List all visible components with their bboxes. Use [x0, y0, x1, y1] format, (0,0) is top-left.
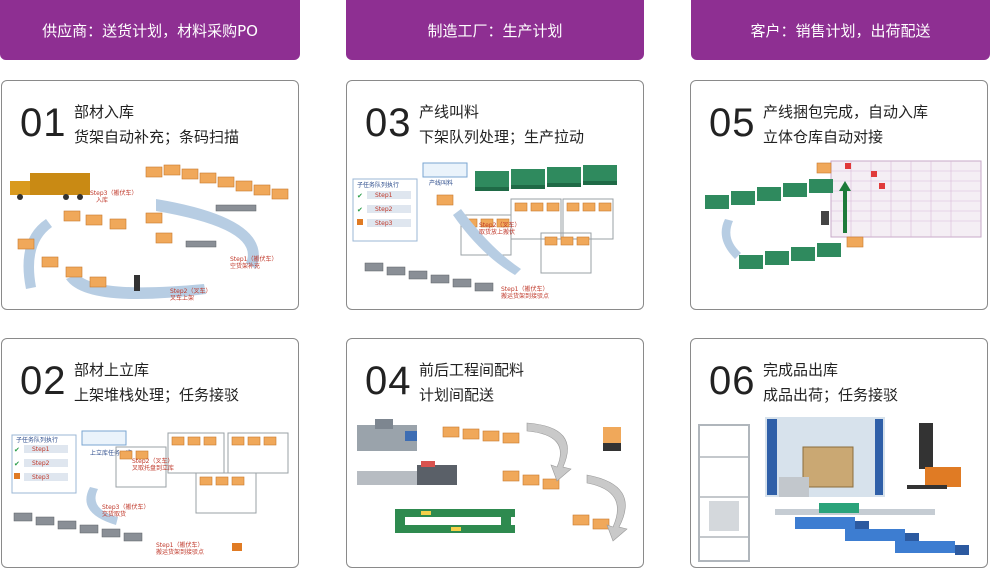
card-01: 01 部材入库 货架自动补充；条码扫描 Step3（搬伏车） 入库 Step1（… [1, 80, 299, 310]
agv-icon [232, 543, 242, 551]
card-06: 06 完成品出库 成品出荷；任务接驳 [690, 338, 988, 568]
outbound-shipping-illustration [698, 417, 969, 562]
step2-sub: 叉取托盘到立库 [132, 464, 174, 472]
step3-btn: Step3 [32, 474, 50, 481]
step1-label: Step1（搬伏车） [501, 285, 548, 293]
card-subtitle: 货架自动补充；条码扫描 [74, 128, 240, 146]
step2-sub: 叉车上架 [170, 294, 194, 302]
card-number: 05 [709, 101, 756, 145]
line-feeding-illustration: 子任务队列执行 Step1 Step2 Step3 ✔ ✔ 产线叫料 Step2… [352, 162, 617, 300]
step1-btn: Step1 [32, 446, 50, 453]
card-subtitle: 立体仓库自动对接 [763, 128, 884, 146]
step1-sub: 空货架补充 [230, 262, 260, 270]
card-number: 02 [20, 359, 67, 403]
top-label: 上立库任务一览 [90, 449, 132, 457]
card-subtitle: 下架队列处理；生产拉动 [419, 128, 585, 146]
header-factory-label: 制造工厂：生产计划 [427, 21, 563, 40]
card-title: 完成品出库 [763, 361, 839, 379]
step3-sub: 入库 [96, 196, 108, 204]
header-supplier-label: 供应商：送货计划，材料采购PO [42, 21, 258, 40]
step3-label: Step3（搬伏车） [102, 503, 149, 511]
truck-icon [10, 173, 90, 200]
card-number: 06 [709, 359, 756, 403]
check-icon: ✔ [357, 207, 363, 214]
step1-sub: 搬运货架到接驳点 [156, 548, 204, 556]
card-02: 02 部材上立库 上架堆栈处理；任务接驳 子任务队列执行 Step1 Step2… [1, 338, 299, 568]
header-customer-label: 客户：销售计划，出荷配送 [750, 21, 931, 40]
step2-btn: Step2 [375, 206, 393, 213]
auto-warehouse-illustration [705, 160, 982, 269]
step1-label: Step1（搬伏车） [230, 255, 277, 263]
warehouse-inbound-illustration: Step3（搬伏车） 入库 Step1（搬伏车） 空货架补充 Step2（叉车）… [10, 164, 289, 302]
storage-upload-illustration: 子任务队列执行 Step1 Step2 Step3 ✔ ✔ 上立库任务一览 St… [11, 430, 289, 556]
step2-sub: 取货放上搬伏 [479, 228, 515, 236]
flow-arrow-icon [526, 422, 572, 482]
header-supplier: 供应商：送货计划，材料采购PO [0, 0, 300, 60]
up-arrow-icon [843, 189, 847, 233]
machine-icon [357, 419, 417, 451]
card-title: 部材上立库 [74, 361, 150, 379]
step2-label: Step2（叉车） [170, 287, 211, 295]
step2-btn: Step2 [32, 460, 50, 467]
card-04: 04 前后工程间配料 计划间配送 [346, 338, 644, 568]
flow-arrow-icon [586, 474, 628, 542]
panel-title: 子任务队列执行 [357, 181, 399, 189]
card-05: 05 产线捆包完成，自动入库 立体仓库自动对接 [690, 80, 988, 310]
assembly-line-icon [395, 509, 515, 533]
card-03: 03 产线叫料 下架队列处理；生产拉动 子任务队列执行 Step1 Step2 … [346, 80, 644, 310]
robot-icon [821, 211, 829, 225]
card-number: 03 [365, 101, 412, 145]
step1-sub: 搬运货架到接驳点 [501, 292, 549, 300]
header-customer: 客户：销售计划，出荷配送 [691, 0, 990, 60]
conveyor-machine-icon [357, 461, 457, 485]
card-title: 产线捆包完成，自动入库 [763, 103, 929, 121]
pending-icon [357, 219, 363, 225]
card-subtitle: 成品出荷；任务接驳 [763, 386, 899, 404]
inter-process-delivery-illustration [357, 419, 628, 542]
card-title: 产线叫料 [419, 103, 480, 121]
check-icon: ✔ [357, 193, 363, 200]
step2-label: Step2（叉车） [132, 457, 173, 465]
storage-rack [830, 160, 982, 238]
step2-label: Step2（叉车） [479, 221, 520, 229]
forklift-icon [907, 423, 961, 489]
header-factory: 制造工厂：生产计划 [346, 0, 644, 60]
step1-btn: Step1 [375, 192, 393, 199]
card-subtitle: 计划间配送 [419, 386, 495, 404]
top-label: 产线叫料 [429, 179, 453, 187]
card-number: 01 [20, 101, 67, 145]
card-title: 前后工程间配料 [419, 361, 525, 379]
step3-btn: Step3 [375, 220, 393, 227]
step3-sub: 交货取货 [102, 510, 126, 518]
check-icon: ✔ [14, 447, 20, 454]
step1-label: Step1（搬伏车） [156, 541, 203, 549]
panel-title: 子任务队列执行 [16, 436, 58, 444]
conveyor-trucks-icon [775, 503, 969, 555]
lift-tower-icon [698, 424, 750, 562]
pending-icon [14, 473, 20, 479]
card-subtitle: 上架堆栈处理；任务接驳 [74, 386, 240, 404]
card-title: 部材入库 [74, 103, 135, 121]
card-number: 04 [365, 359, 412, 403]
step3-label: Step3（搬伏车） [90, 189, 137, 197]
forklift-icon [134, 275, 140, 291]
check-icon: ✔ [14, 461, 20, 468]
